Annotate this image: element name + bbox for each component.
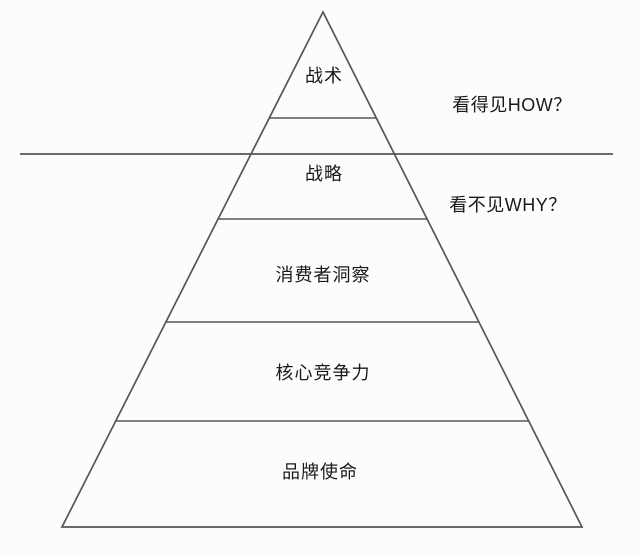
level-label-strategy: 战略 — [305, 164, 343, 184]
level-label-core-competence: 核心竞争力 — [275, 363, 371, 383]
level-label-consumer-insight: 消费者洞察 — [275, 265, 371, 285]
pyramid-triangle — [60, 10, 584, 528]
annotation-invisible-why: 看不见WHY？ — [449, 195, 567, 215]
level-label-brand-mission: 品牌使命 — [282, 462, 358, 482]
level-label-tactics: 战术 — [305, 66, 343, 86]
annotation-visible-how: 看得见HOW？ — [452, 95, 572, 115]
